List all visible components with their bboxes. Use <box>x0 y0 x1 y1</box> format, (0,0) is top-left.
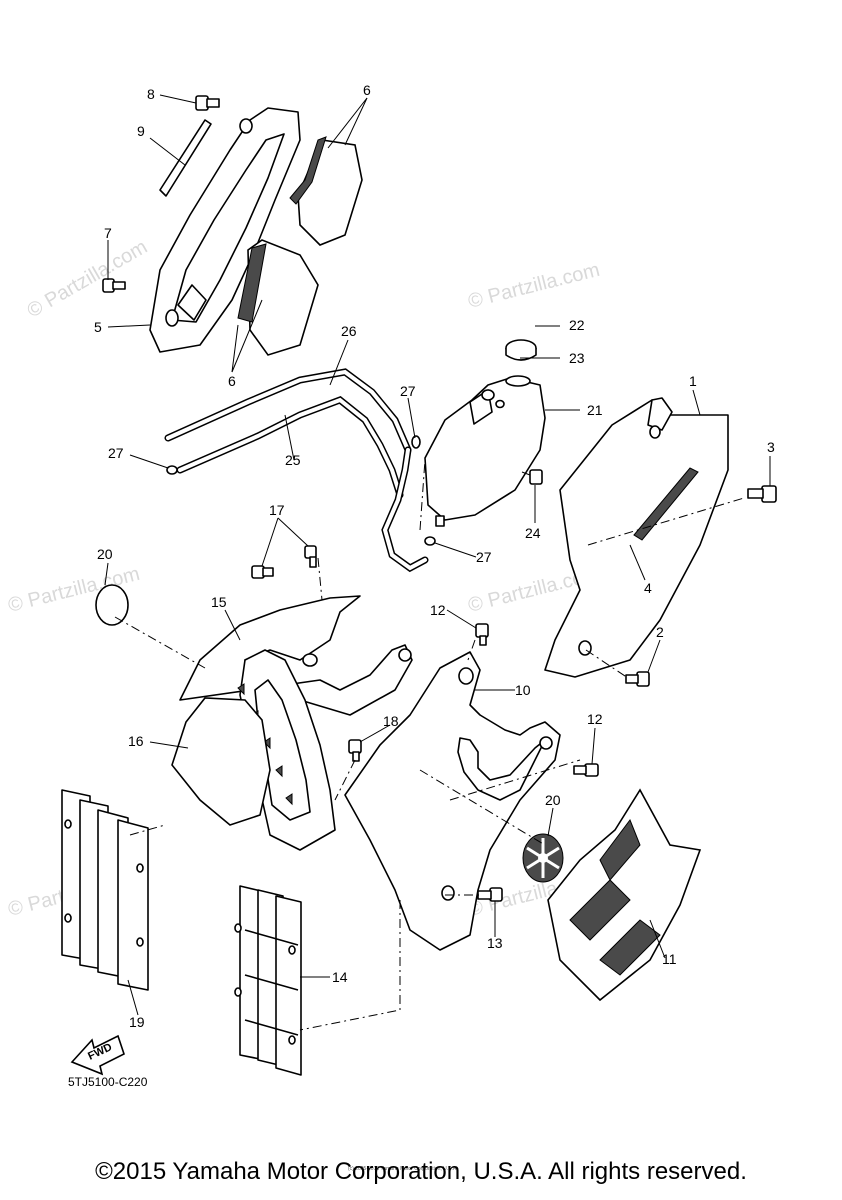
part-27-clamp <box>411 435 421 449</box>
callout-2: 2 <box>656 624 664 640</box>
copyright-footer: ©2015 Yamaha Motor Corporation, U.S.A. A… <box>95 1158 747 1185</box>
callout-26: 26 <box>341 323 357 339</box>
callout-12-top: 12 <box>430 602 446 618</box>
part-1-side-cover <box>544 397 729 678</box>
fine-print: (c) 2005-2016 Yamaha Motor Corporation, … <box>348 1166 458 1172</box>
part-8-bolt <box>195 95 220 111</box>
callout-4: 4 <box>644 580 652 596</box>
callout-24: 24 <box>525 525 541 541</box>
callout-17: 17 <box>269 502 285 518</box>
part-14-radiator-louver <box>234 885 302 1076</box>
part-2-bolt <box>625 671 650 687</box>
callout-21: 21 <box>587 402 603 418</box>
callout-18: 18 <box>383 713 399 729</box>
assembly-line <box>419 769 546 846</box>
part-7-bolt <box>102 278 126 293</box>
part-4-decal <box>633 467 699 541</box>
part-16-panel <box>171 697 271 826</box>
part-6-pad-upper <box>297 139 363 246</box>
callout-19: 19 <box>129 1014 145 1030</box>
callout-9: 9 <box>137 123 145 139</box>
part-12-bolt <box>475 623 489 646</box>
part-19-radiator-guard <box>61 789 149 991</box>
part-6-strip-lower <box>237 243 267 323</box>
part-25-26-tubes <box>164 368 429 573</box>
assembly-line <box>449 759 581 801</box>
callout-25: 25 <box>285 452 301 468</box>
assembly-line <box>299 900 401 1031</box>
assembly-line <box>419 459 426 531</box>
fwd-arrow-icon: FWD <box>70 1034 125 1076</box>
diagram-code: 5TJ5100-C220 <box>68 1075 148 1089</box>
callout-10: 10 <box>515 682 531 698</box>
part-24-bolt <box>521 469 543 485</box>
callout-23: 23 <box>569 350 585 366</box>
part-9-strip <box>159 119 212 197</box>
callout-5: 5 <box>94 319 102 335</box>
callout-8: 8 <box>147 86 155 102</box>
callout-13: 13 <box>487 935 503 951</box>
callout-27-top: 27 <box>400 383 416 399</box>
assembly-line <box>129 824 166 836</box>
part-10-radiator-panel <box>344 651 561 951</box>
part-21-reservoir-tank <box>424 377 546 527</box>
part-27-clamp <box>424 536 436 546</box>
callout-22: 22 <box>569 317 585 333</box>
callout-1: 1 <box>689 373 697 389</box>
leader-lines <box>104 94 771 1016</box>
assembly-line <box>585 649 629 679</box>
callout-15: 15 <box>211 594 227 610</box>
assembly-line <box>114 616 206 669</box>
assembly-line <box>587 497 745 546</box>
assembly-line <box>467 639 476 661</box>
part-11-graphic <box>547 788 702 1002</box>
callout-6-upper: 6 <box>363 82 371 98</box>
callout-11: 11 <box>662 951 677 967</box>
part-20-decal-left <box>95 584 129 626</box>
watermark: © Partzilla.com <box>24 236 152 322</box>
callout-20-right: 20 <box>545 792 561 808</box>
part-18-bolt <box>348 739 362 762</box>
part-23-seal-ring <box>505 375 531 387</box>
callout-3: 3 <box>767 439 775 455</box>
callout-12-right: 12 <box>587 711 603 727</box>
part-3-bolt <box>747 485 777 503</box>
callout-27-bottom: 27 <box>476 549 492 565</box>
part-6-strip-upper <box>289 136 327 205</box>
part-22-cap <box>505 339 537 361</box>
part-6-pad-lower <box>247 239 319 356</box>
callout-16: 16 <box>128 733 144 749</box>
part-20-emblem <box>522 833 564 883</box>
assembly-line <box>334 759 356 801</box>
part-13-bolt <box>477 887 503 902</box>
callout-27-left: 27 <box>108 445 124 461</box>
part-27-clamp <box>166 465 178 475</box>
assembly-line <box>317 557 323 601</box>
watermark: © Partzilla.com <box>466 259 602 313</box>
part-12-bolt <box>573 763 599 777</box>
part-17-bolts <box>251 545 317 579</box>
callout-14: 14 <box>332 969 348 985</box>
callout-6-lower: 6 <box>228 373 236 389</box>
callout-20-left: 20 <box>97 546 113 562</box>
part-5-side-panel <box>149 107 301 353</box>
callout-7: 7 <box>104 225 112 241</box>
